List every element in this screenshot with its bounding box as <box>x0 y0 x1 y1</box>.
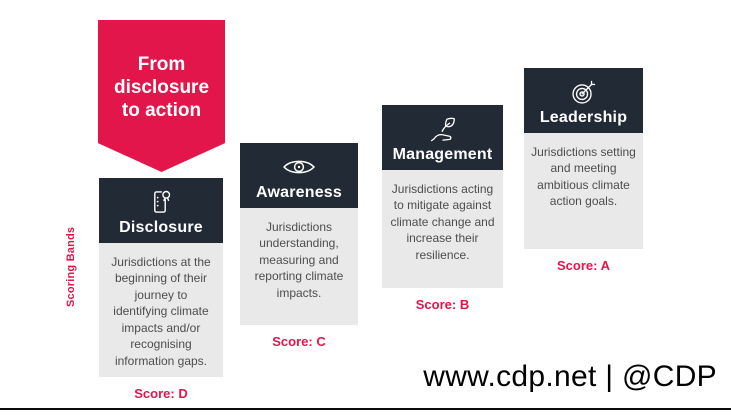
score-label: Score: C <box>272 334 326 349</box>
score-label: Score: A <box>557 258 610 273</box>
scoring-journey-banner: From disclosure to action <box>98 20 225 172</box>
bottom-divider <box>0 408 731 410</box>
card-disclosure-header: Disclosure <box>99 178 223 243</box>
card-awareness-header: Awareness <box>240 143 358 208</box>
card-disclosure: Disclosure Jurisdictions at the beginnin… <box>99 178 223 401</box>
score-label: Score: B <box>415 297 470 312</box>
card-leadership: Leadership Jurisdictions setting and mee… <box>524 68 643 273</box>
card-title: Awareness <box>255 184 342 201</box>
card-awareness: Awareness Jurisdictions understanding, m… <box>240 143 358 349</box>
card-title: Leadership <box>539 109 628 126</box>
card-title: Disclosure <box>119 219 203 236</box>
eye-icon <box>281 153 317 181</box>
report-badge-icon <box>149 188 173 216</box>
card-management: Management Jurisdictions acting to mitig… <box>382 105 503 312</box>
target-arrow-icon <box>569 78 598 106</box>
score-label: Score: D <box>134 386 188 402</box>
card-description: Jurisdictions acting to mitigate against… <box>382 170 503 288</box>
card-leadership-header: Leadership <box>524 68 643 133</box>
scoring-bands-label: Scoring Bands <box>65 226 77 308</box>
card-description: Jurisdictions at the beginning of their … <box>99 243 223 378</box>
hand-leaf-icon <box>428 115 458 143</box>
banner-title: From disclosure to action <box>113 54 210 122</box>
card-management-header: Management <box>382 105 503 170</box>
card-description: Jurisdictions setting and meeting ambiti… <box>524 133 643 249</box>
card-description: Jurisdictions understanding, measuring a… <box>240 208 358 325</box>
footer-website-handle: www.cdp.net | @CDP <box>423 360 717 393</box>
card-title: Management <box>392 146 493 163</box>
